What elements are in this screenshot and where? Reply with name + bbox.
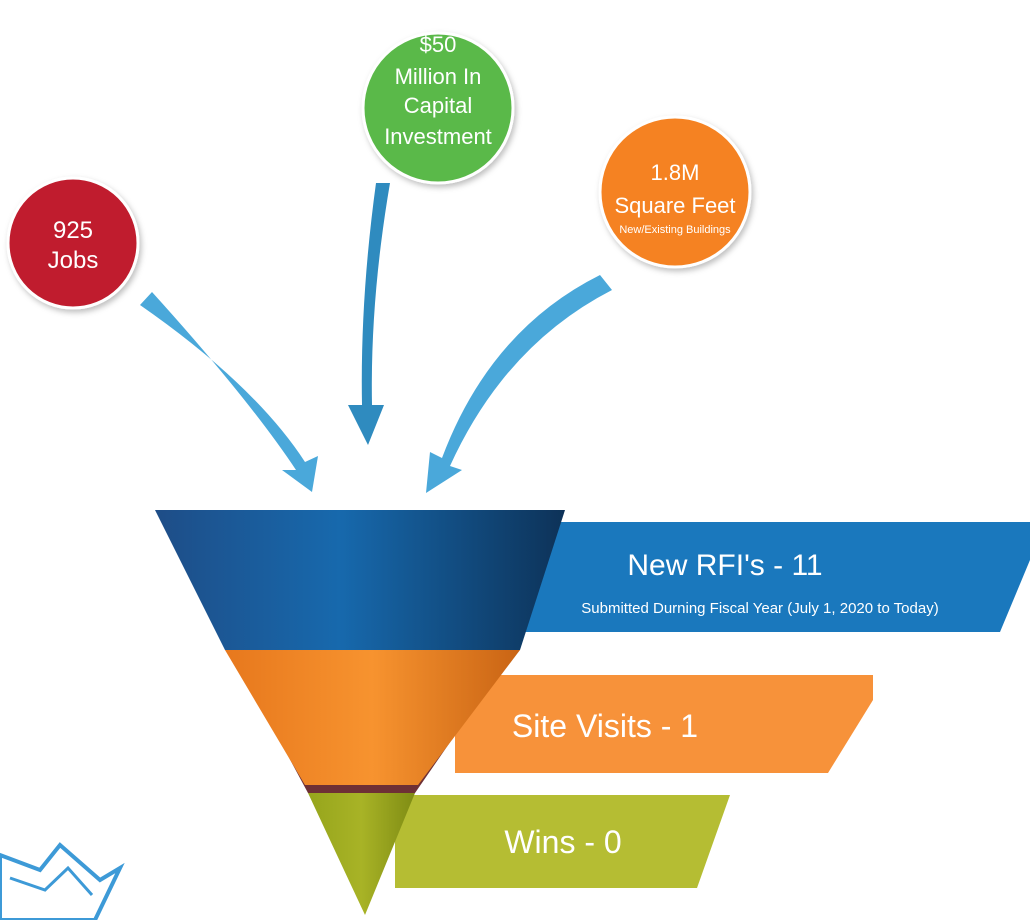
- arrow-middle: [348, 183, 390, 445]
- capital-line-2: Million In: [395, 64, 482, 89]
- stage-band-site-visits: [455, 675, 873, 773]
- space-circle-shape: [598, 115, 752, 269]
- capital-circle: [361, 31, 515, 185]
- space-sublabel: New/Existing Buildings: [619, 224, 731, 236]
- funnel-top-segment: [155, 510, 565, 650]
- space-circle: [598, 115, 752, 269]
- funnel: [155, 510, 565, 915]
- capital-circle-shape: [361, 31, 515, 185]
- capital-line-3: Capital: [404, 93, 472, 118]
- stage-rfi-label: New RFI's - 11: [627, 549, 822, 582]
- funnel-bottom-segment: [308, 793, 415, 915]
- capital-line-4: Investment: [384, 124, 492, 149]
- stage-site-visits-label: Site Visits - 1: [512, 708, 698, 744]
- jobs-circle: [6, 176, 140, 310]
- space-label: Square Feet: [614, 193, 735, 218]
- stage-wins-label: Wins - 0: [504, 824, 621, 860]
- jobs-value: 925: [53, 217, 93, 244]
- funnel-middle-segment: [225, 650, 520, 785]
- jobs-label: Jobs: [48, 247, 99, 274]
- stage-rfi-sublabel: Submitted Durning Fiscal Year (July 1, 2…: [581, 600, 938, 617]
- arrow-right: [426, 275, 612, 493]
- stage-band-rfi: [490, 522, 1030, 632]
- stage-band-wins: [395, 795, 730, 888]
- capital-value: $50: [420, 32, 457, 57]
- logo-fragment: [0, 842, 125, 920]
- arrow-left: [140, 292, 318, 492]
- space-value: 1.8M: [651, 160, 700, 185]
- jobs-circle-shape: [6, 176, 140, 310]
